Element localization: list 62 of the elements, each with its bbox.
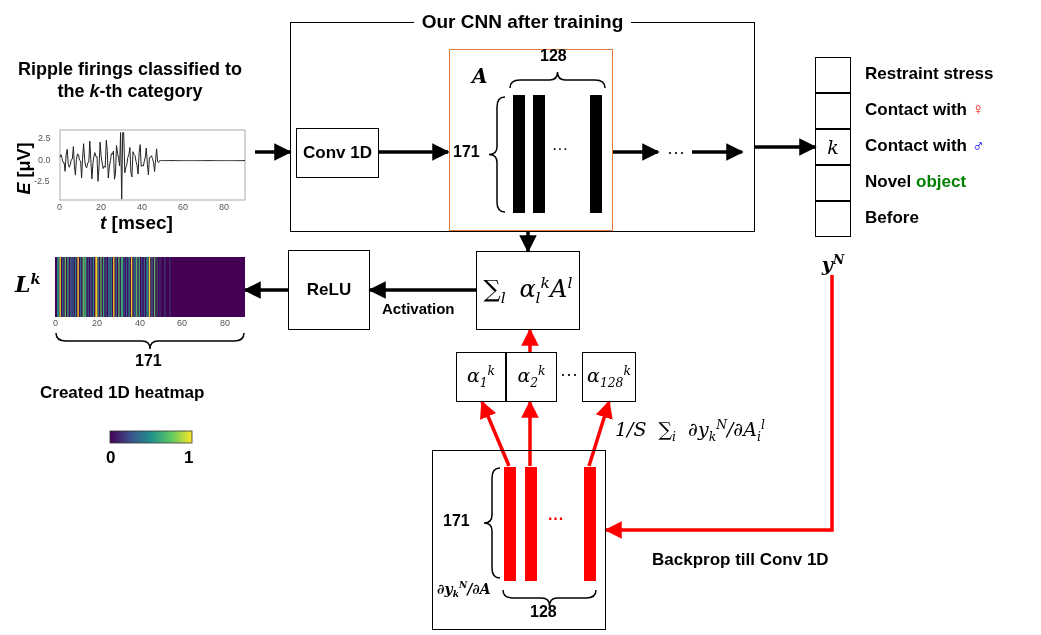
dimension-label: 171 <box>453 143 480 161</box>
tick-label: 0 <box>53 318 58 328</box>
axis-label: t [msec] <box>100 212 173 234</box>
gradient-bar <box>584 467 596 581</box>
tick-label: 0 <box>57 202 62 212</box>
tick-label: 20 <box>96 202 106 212</box>
tick-label: 40 <box>135 318 145 328</box>
arrow <box>255 143 292 161</box>
math-expression: ∂y$_{k}$$^{N}$/∂A <box>437 579 491 600</box>
process-box: ReLU <box>288 250 370 330</box>
dimension-label: 128 <box>540 47 567 65</box>
dimension-label: 171 <box>135 352 162 370</box>
tick-label: 60 <box>178 202 188 212</box>
ellipsis-text: ··· <box>548 510 564 528</box>
heatmap-label: L$^{k}$ <box>15 271 41 298</box>
arrow <box>521 400 539 466</box>
heading-text: Ripple firings classified to the k-th category <box>16 58 243 102</box>
tick-label: 20 <box>92 318 102 328</box>
category-label: Novel object <box>865 172 967 192</box>
arrow <box>612 143 660 161</box>
arrow <box>692 143 744 161</box>
tick-label: 0.0 <box>38 155 51 165</box>
tick-label: 80 <box>219 202 229 212</box>
vector-cell <box>815 201 851 237</box>
colorbar-tick: 1 <box>184 448 194 468</box>
arrow <box>480 400 511 467</box>
tick-label: 2.5 <box>38 133 51 143</box>
vector-label: y$^{N}$ <box>821 251 845 275</box>
edge-label: Activation <box>382 300 455 317</box>
arrow <box>587 400 613 467</box>
edge-label: Backprop till Conv 1D <box>652 550 829 570</box>
category-label: Before <box>865 208 919 228</box>
caption-text: Created 1D heatmap <box>40 383 205 403</box>
ellipsis-text: ··· <box>659 139 693 165</box>
heatmap-picture <box>55 257 245 317</box>
vector-cell <box>815 93 851 129</box>
process-box: Conv 1D <box>296 128 379 178</box>
arrow <box>604 275 834 539</box>
tick-label: 80 <box>220 318 230 328</box>
gradient-bar <box>525 467 537 581</box>
arrow <box>519 232 537 253</box>
vector-cell <box>815 165 851 201</box>
arrow <box>368 281 476 299</box>
vector-cell: k <box>815 129 851 165</box>
arrow <box>755 138 817 156</box>
tick-label: -2.5 <box>34 176 50 186</box>
colorbar-tick: 0 <box>106 448 116 468</box>
tick-label: 60 <box>177 318 187 328</box>
arrow <box>378 143 450 161</box>
ellipsis-text: ··· <box>560 364 578 385</box>
arrow <box>521 328 539 352</box>
ellipsis-text: ··· <box>552 140 568 158</box>
dimension-label: 128 <box>530 603 557 621</box>
category-label: Restraint stress <box>865 64 994 84</box>
gradient-bar <box>504 467 516 581</box>
category-label: Contact with ♂ <box>865 136 985 156</box>
tick-label: 40 <box>137 202 147 212</box>
math-box: ∑$_{l}$ α$_{l}$$^{k}$A$^{l}$ <box>476 251 580 330</box>
vector-cell <box>815 57 851 93</box>
category-label: Contact with ♀ <box>865 100 985 120</box>
dimension-label: 171 <box>443 512 470 530</box>
gradient-box <box>432 450 606 630</box>
